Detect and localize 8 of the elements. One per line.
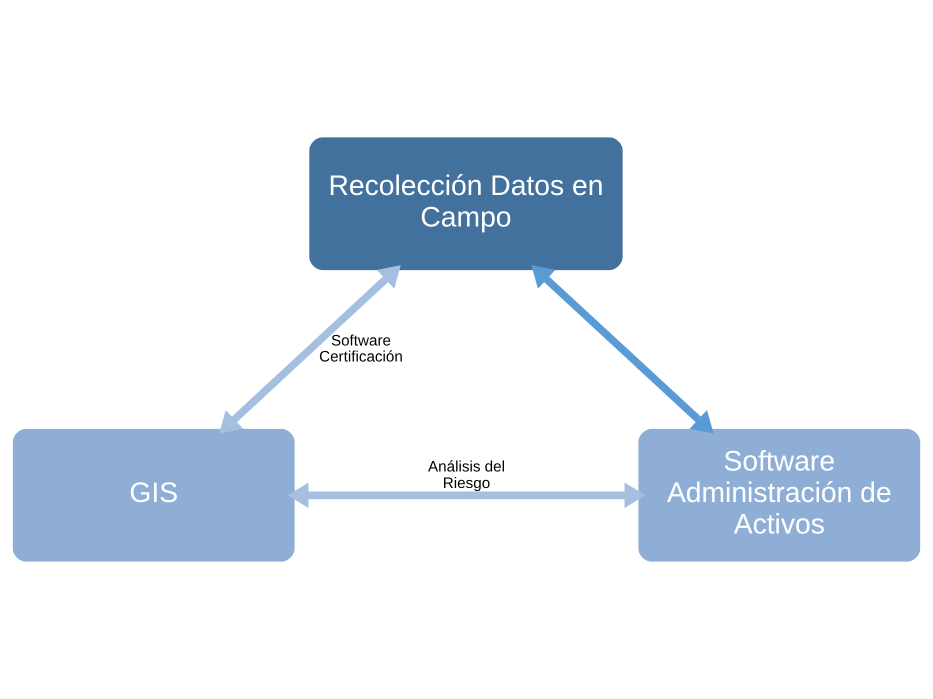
- edge-label: Análisis del Riesgo: [428, 458, 505, 492]
- node-box: Software Administración de Activos: [638, 428, 920, 562]
- arrow: [531, 265, 714, 434]
- edge-label: Software Certificación: [319, 332, 403, 366]
- node-box: GIS: [12, 428, 295, 562]
- arrow: [219, 265, 401, 434]
- node-box: Recolección Datos en Campo: [309, 137, 623, 270]
- arrow: [288, 482, 646, 508]
